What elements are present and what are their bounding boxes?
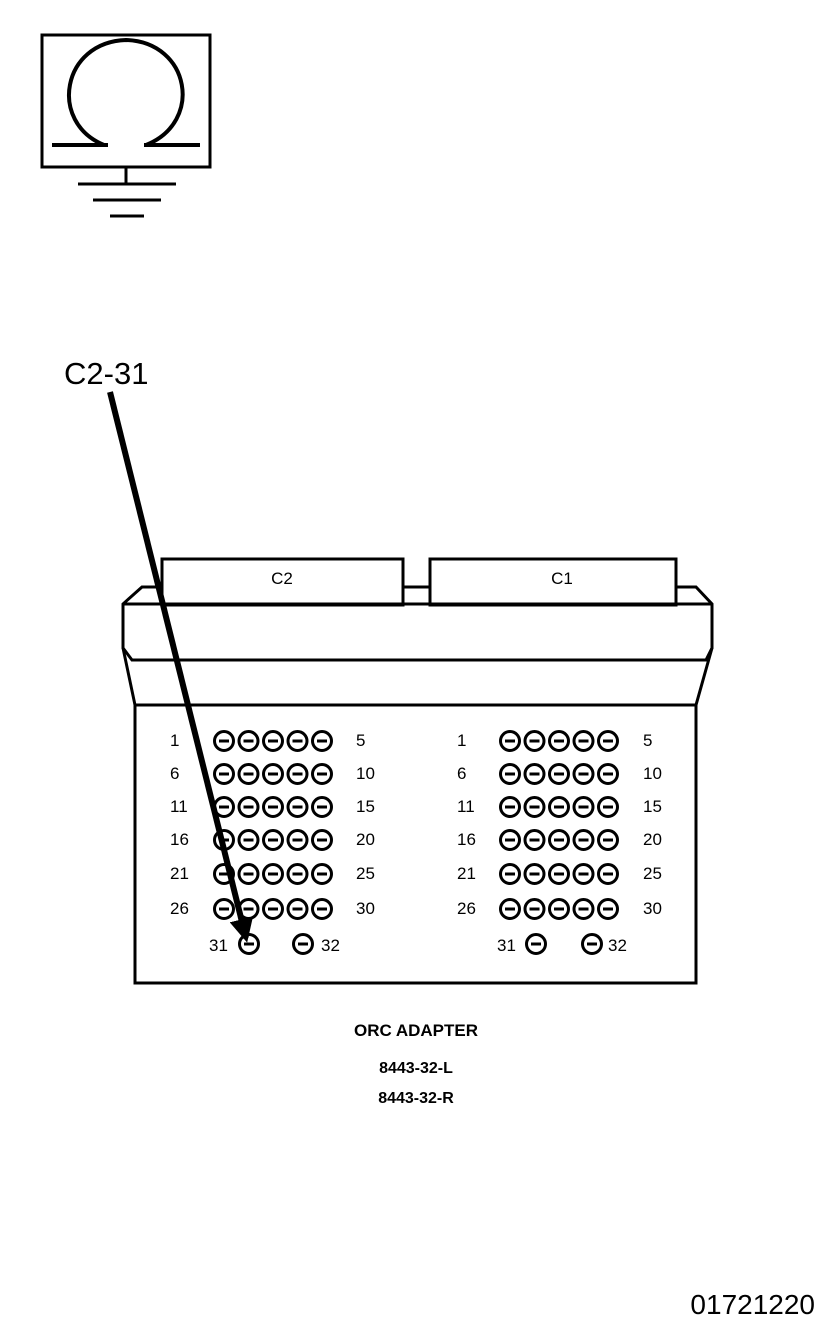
ohmmeter-ground-icon bbox=[40, 33, 212, 218]
c1-pin-32-label: 32 bbox=[608, 936, 627, 955]
c2-row-end-label: 25 bbox=[356, 864, 375, 883]
connector-c1-label: C1 bbox=[551, 569, 573, 588]
c1-row-start-label: 11 bbox=[457, 797, 475, 816]
callout-label: C2-31 bbox=[64, 356, 148, 391]
c1-row-end-label: 30 bbox=[643, 899, 662, 918]
c2-row-start-label: 16 bbox=[170, 830, 189, 849]
c2-row-start-label: 11 bbox=[170, 797, 188, 816]
c2-row-start-label: 1 bbox=[170, 731, 179, 750]
c1-row-end-label: 15 bbox=[643, 797, 662, 816]
c2-pin-31-label: 31 bbox=[209, 936, 228, 955]
c1-row-start-label: 6 bbox=[457, 764, 466, 783]
c2-row-start-label: 6 bbox=[170, 764, 179, 783]
c1-row-end-label: 20 bbox=[643, 830, 662, 849]
c2-pin-labels: 1 5 6 10 11 15 16 20 21 25 26 30 31 32 bbox=[170, 731, 375, 955]
pin-sockets bbox=[213, 730, 619, 955]
c2-row-end-label: 15 bbox=[356, 797, 375, 816]
c1-pin-31-label: 31 bbox=[497, 936, 516, 955]
c1-row-start-label: 16 bbox=[457, 830, 476, 849]
adapter-housing bbox=[121, 557, 714, 985]
connector-c2-label: C2 bbox=[271, 569, 293, 588]
c2-row-end-label: 30 bbox=[356, 899, 375, 918]
c2-pin-32-label: 32 bbox=[321, 936, 340, 955]
pin-face bbox=[133, 703, 698, 985]
c2-row-end-label: 10 bbox=[356, 764, 375, 783]
caption-title: ORC ADAPTER bbox=[354, 1021, 478, 1040]
c2-row-start-label: 26 bbox=[170, 899, 189, 918]
c1-row-start-label: 26 bbox=[457, 899, 476, 918]
c2-row-end-label: 5 bbox=[356, 731, 365, 750]
c1-row-start-label: 21 bbox=[457, 864, 476, 883]
c1-row-end-label: 25 bbox=[643, 864, 662, 883]
c1-row-end-label: 5 bbox=[643, 731, 652, 750]
callout-arrow bbox=[107, 391, 254, 943]
c1-pin-labels: 1 5 6 10 11 15 16 20 21 25 26 30 31 32 bbox=[457, 731, 662, 955]
caption-part-right: 8443-32-R bbox=[378, 1090, 454, 1107]
c1-row-end-label: 10 bbox=[643, 764, 662, 783]
figure-id: 01721220 bbox=[690, 1289, 815, 1320]
c2-row-end-label: 20 bbox=[356, 830, 375, 849]
caption-part-left: 8443-32-L bbox=[379, 1060, 453, 1077]
c2-row-start-label: 21 bbox=[170, 864, 189, 883]
c1-row-start-label: 1 bbox=[457, 731, 466, 750]
